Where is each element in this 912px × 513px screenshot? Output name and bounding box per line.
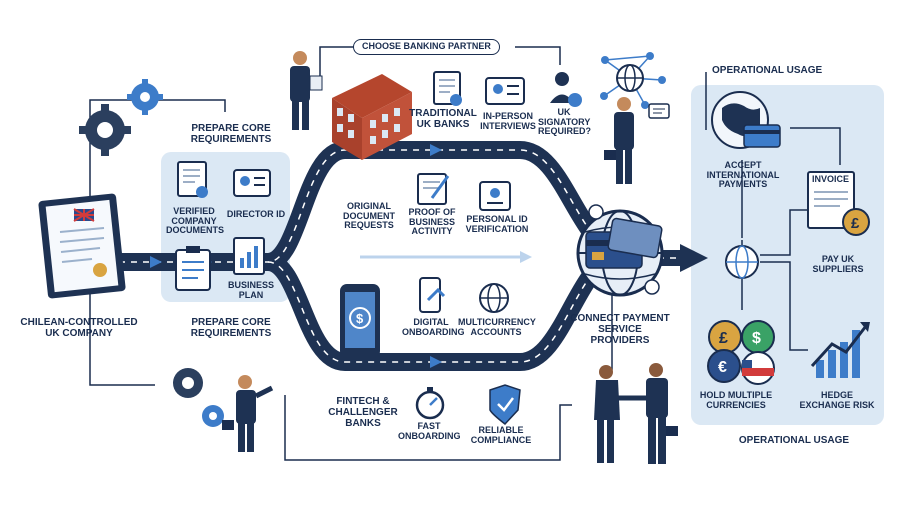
connector-company-lower — [89, 292, 155, 386]
document-check-icon — [177, 161, 208, 198]
svg-text:£: £ — [851, 215, 860, 232]
credit-card-icon — [585, 217, 663, 269]
operational-usage-bottom: OPERATIONAL USAGE — [738, 435, 850, 446]
personal-id-verification-label: PERSONAL ID VERIFICATION — [465, 214, 529, 234]
fintech-challenger-label: FINTECH & CHALLENGER BANKS — [328, 396, 398, 429]
settings-icon — [588, 204, 604, 220]
handshake-people-icon — [594, 363, 678, 464]
world-map-card-icon — [711, 91, 781, 149]
stopwatch-icon — [415, 387, 445, 420]
small-globe-icon — [725, 245, 759, 279]
connector-globe-to-invoice — [760, 209, 808, 256]
road-arrow-1 — [150, 256, 162, 268]
network-globe-icon — [600, 52, 666, 109]
svg-text:£: £ — [719, 330, 728, 347]
svg-text:€: € — [718, 359, 727, 376]
original-document-requests-label: ORIGINAL DOCUMENT REQUESTS — [343, 201, 395, 231]
hedge-exchange-risk-label: HEDGE EXCHANGE RISK — [799, 390, 875, 410]
interview-id-icon — [485, 77, 525, 105]
reliable-compliance-label: RELIABLE COMPLIANCE — [470, 425, 532, 445]
businessman-icon — [290, 51, 323, 130]
connect-payment-label: CONNECT PAYMENT SERVICE PROVIDERS — [570, 313, 670, 346]
chat-bubble-icon — [648, 103, 670, 119]
currency-coins-icon: £ $ € — [707, 320, 775, 385]
connector-fintech-bottom — [284, 395, 572, 461]
certificate-icon — [38, 193, 126, 299]
business-plan-label: BUSINESS PLAN — [227, 280, 274, 300]
prepare-core-requirements-bottom: PREPARE CORE REQUIREMENTS — [190, 317, 272, 339]
invoice-icon: £ — [807, 171, 870, 236]
personal-id-icon — [479, 181, 511, 211]
choose-banking-partner-label: CHOOSE BANKING PARTNER — [353, 39, 500, 55]
traditional-banks-label: TRADITIONAL UK BANKS — [409, 108, 477, 130]
prepare-core-requirements-top: PREPARE CORE REQUIREMENTS — [190, 123, 272, 145]
businessman-briefcase-icon — [604, 97, 634, 184]
operational-usage-top: OPERATIONAL USAGE — [712, 65, 823, 76]
pay-uk-suppliers-label: PAY UK SUPPLIERS — [812, 254, 864, 274]
proof-of-business-label: PROOF OF BUSINESS ACTIVITY — [408, 207, 456, 237]
growth-chart-icon — [810, 322, 870, 378]
company-label: CHILEAN-CONTROLLED UK COMPANY — [20, 317, 138, 339]
bank-building-icon — [332, 74, 412, 160]
shield-check-icon — [489, 384, 521, 426]
clock-icon — [644, 279, 660, 295]
smartphone-icon: $ — [340, 284, 380, 358]
gear-lower-icon — [173, 368, 224, 427]
invoice-word: INVOICE — [812, 174, 850, 184]
presenter-icon — [222, 375, 274, 452]
business-plan-icon — [233, 237, 265, 275]
phone-onboarding-icon — [419, 277, 446, 313]
director-id-label: DIRECTOR ID — [226, 209, 286, 219]
gear-icon — [79, 79, 163, 156]
signatory-person-icon — [550, 72, 582, 107]
clipboard-icon — [175, 246, 211, 291]
connector-globe-to-hedge — [760, 261, 808, 351]
connector-accept-to-invoice — [790, 127, 841, 165]
road-arrow-4 — [430, 356, 442, 368]
in-person-interviews-label: IN-PERSON INTERVIEWS — [480, 111, 536, 131]
operations-arrowhead — [680, 244, 708, 272]
document-approved-icon — [433, 71, 462, 106]
multicurrency-globe-icon — [479, 283, 509, 313]
hold-multiple-currencies-label: HOLD MULTIPLE CURRENCIES — [699, 390, 773, 410]
id-card-icon — [233, 169, 271, 197]
verified-documents-label: VERIFIED COMPANY DOCUMENTS — [166, 206, 224, 236]
uk-signatory-label: UK SIGNATORY REQUIRED? — [538, 107, 592, 137]
proof-document-icon — [417, 173, 450, 205]
svg-text:$: $ — [752, 330, 761, 347]
accept-payments-label: ACCEPT INTERNATIONAL PAYMENTS — [706, 160, 780, 190]
connector-choose-right — [515, 46, 561, 65]
multicurrency-accounts-label: MULTICURRENCY ACCOUNTS — [458, 317, 536, 337]
svg-text:$: $ — [356, 311, 364, 326]
digital-onboarding-label: DIGITAL ONBOARDING — [402, 317, 465, 337]
fast-onboarding-label: FAST ONBOARDING — [398, 421, 461, 441]
road-arrow-3 — [430, 144, 442, 156]
connector-choose-left — [319, 46, 358, 90]
